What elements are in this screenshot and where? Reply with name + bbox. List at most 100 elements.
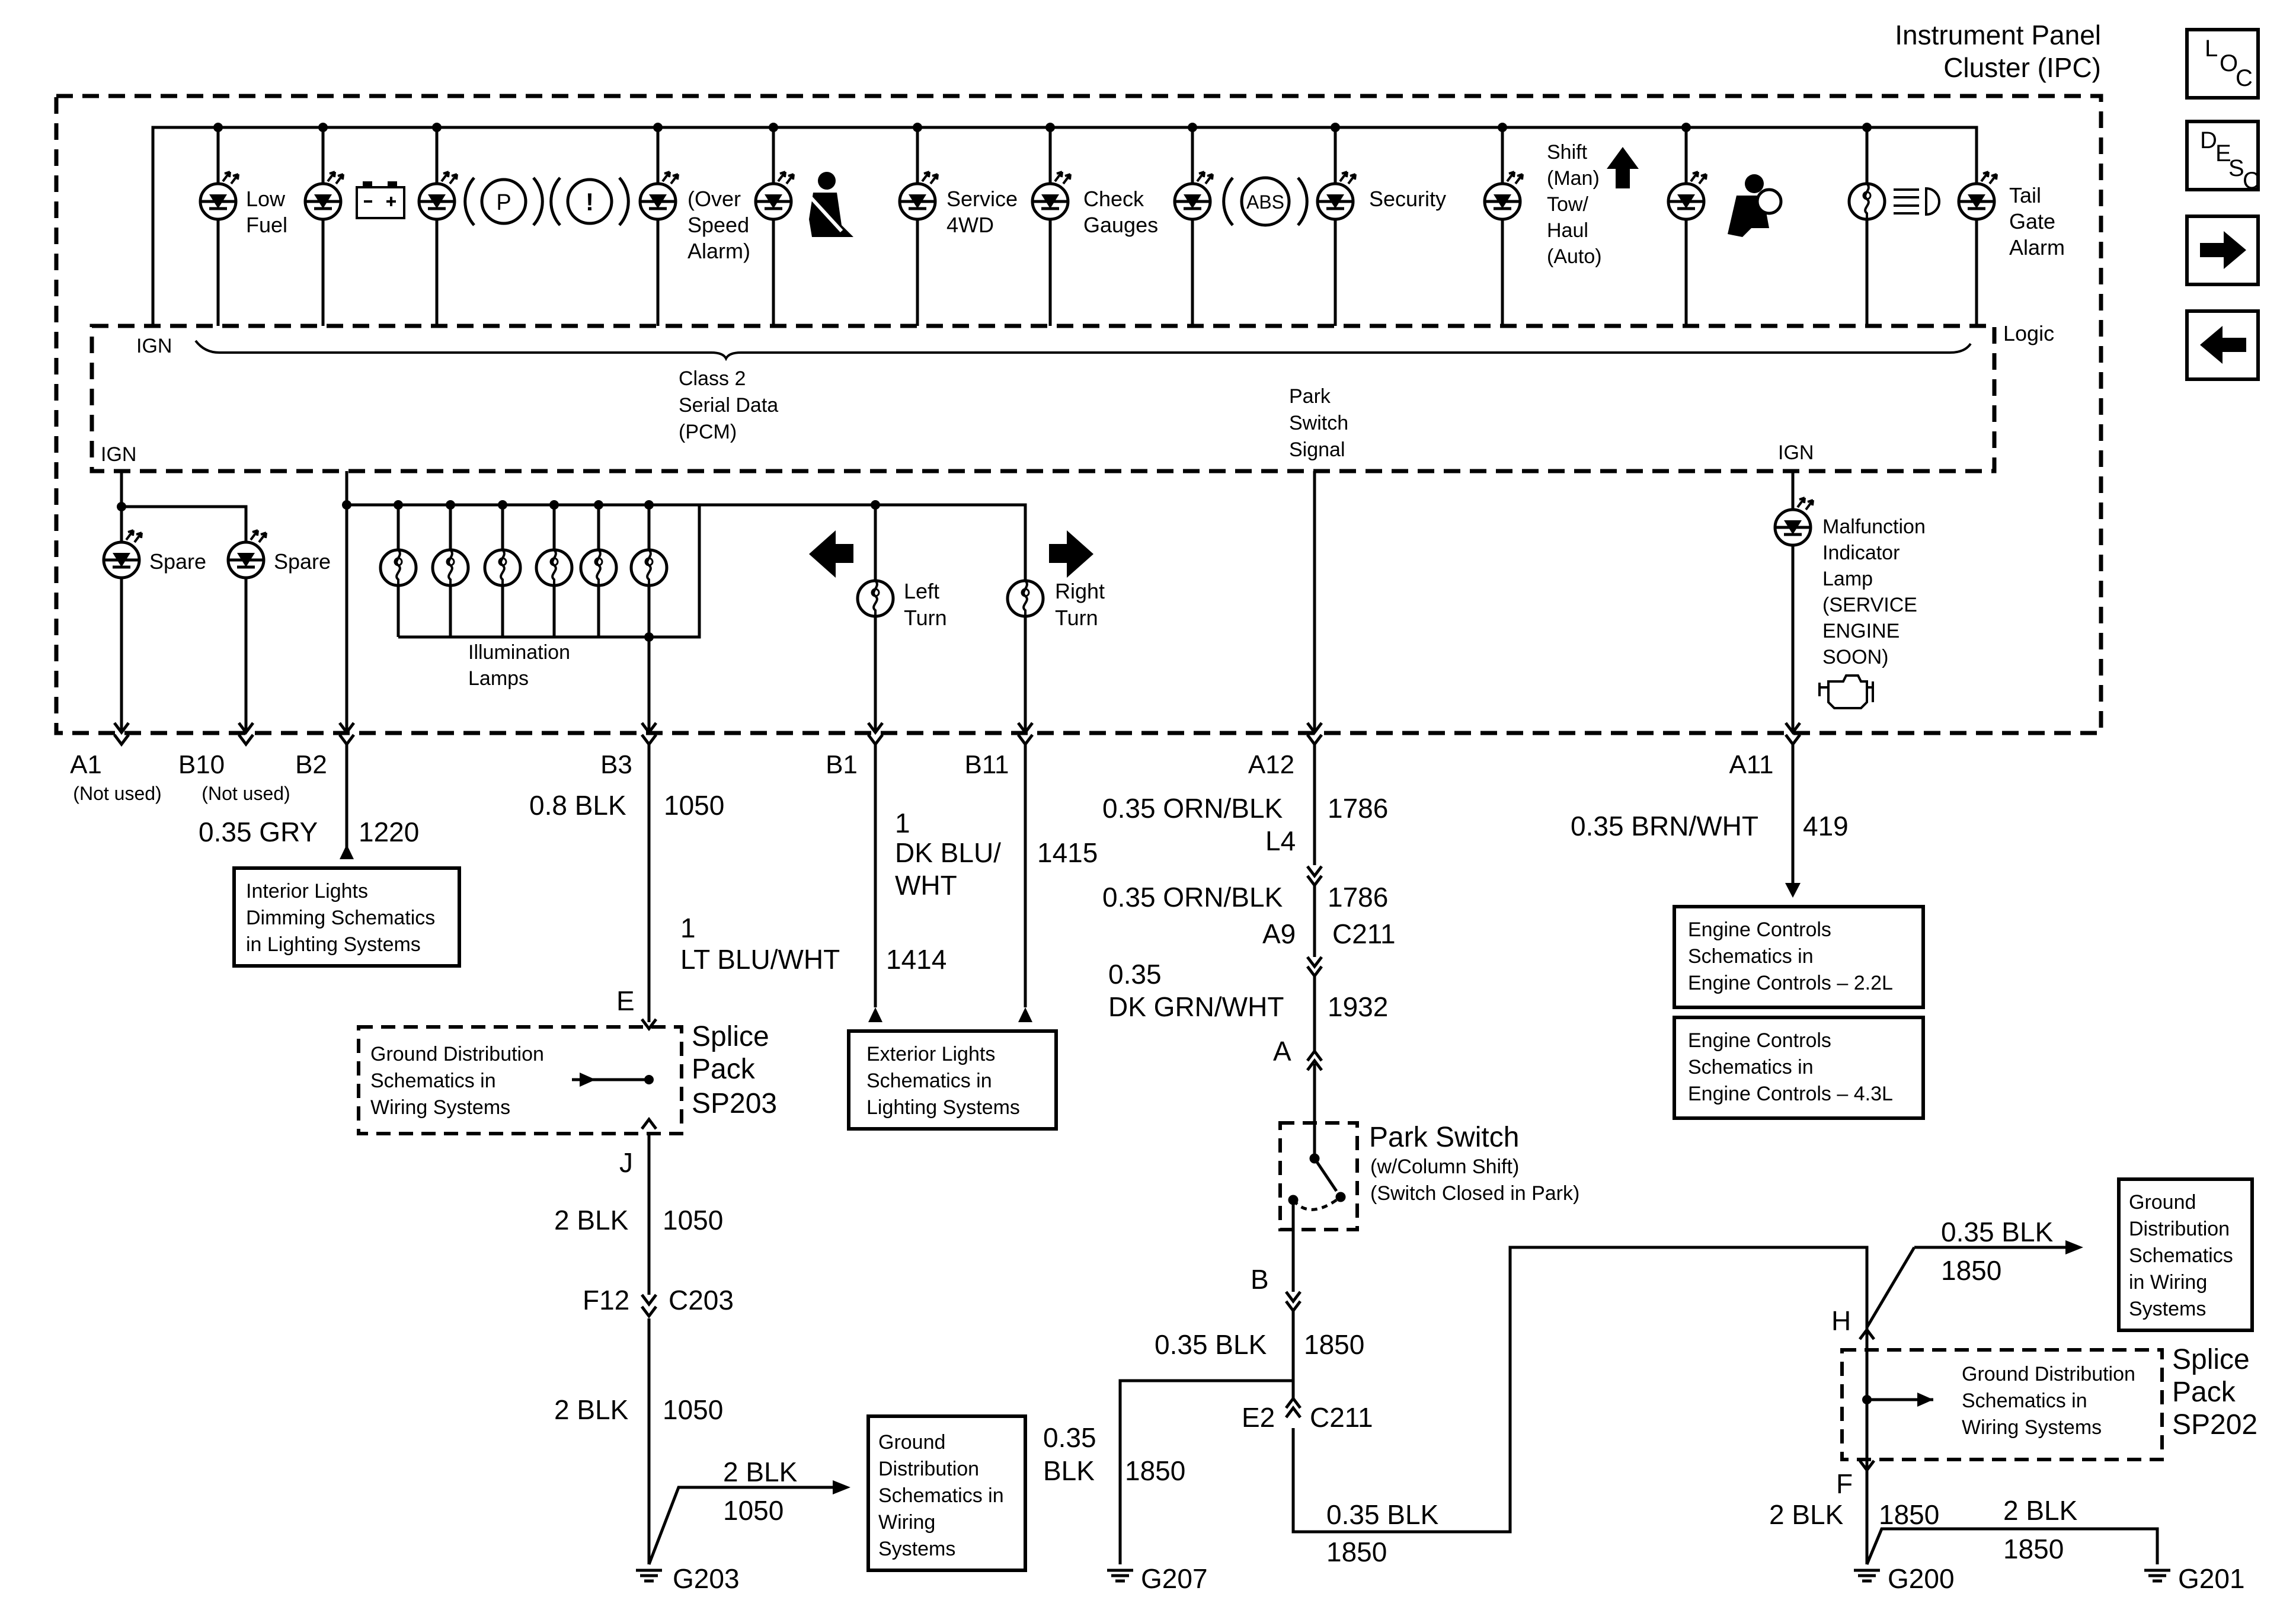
g203-wire: 2 BLK xyxy=(723,1457,798,1487)
spare-label-1: Spare xyxy=(149,549,206,574)
pin-b2: B2 xyxy=(295,750,327,779)
mil-label-3: Lamp xyxy=(1822,568,1873,590)
engine22-ref-1: Engine Controls xyxy=(1688,918,1831,941)
f-circuit: 1850 xyxy=(1879,1499,1939,1530)
class2-brace xyxy=(194,340,1972,361)
lower-ipc-dots xyxy=(117,500,880,642)
mil-label-1: Malfunction xyxy=(1822,516,1926,538)
a9-wire-2: DK GRN/WHT xyxy=(1108,991,1284,1022)
illumination-label-1: Illumination xyxy=(468,641,570,664)
ground-h-ref-1: Ground xyxy=(2129,1191,2196,1214)
previous-page-button[interactable] xyxy=(2185,309,2260,381)
illumination-bulb-3-icon xyxy=(485,550,520,585)
sp203-label-3: SP203 xyxy=(692,1088,777,1119)
h-wire: 0.35 BLK xyxy=(1941,1217,2054,1247)
external-wires xyxy=(345,744,2159,1565)
check-gauges-label-1: Check xyxy=(1083,187,1144,211)
pin-b10-note: (Not used) xyxy=(202,783,290,804)
g203-circuit: 1050 xyxy=(723,1495,784,1526)
arrow-left-icon xyxy=(2200,326,2246,364)
park-switch-note-1: (w/Column Shift) xyxy=(1370,1156,1519,1178)
bottom-circuit: 1850 xyxy=(1326,1537,1387,1567)
interior-ref-3: in Lighting Systems xyxy=(246,933,421,956)
c203-label: C203 xyxy=(669,1285,734,1315)
mil-label-4: (SERVICE xyxy=(1822,594,1917,616)
g203-ref-1: Ground xyxy=(878,1431,945,1454)
low-fuel-label-2: Fuel xyxy=(246,213,287,237)
description-button[interactable]: D E S C xyxy=(2185,120,2260,194)
exterior-lights-ref[interactable]: Exterior Lights Schematics in Lighting S… xyxy=(847,1029,1058,1131)
h-circuit: 1850 xyxy=(1941,1255,2001,1286)
f12-wire: 2 BLK xyxy=(554,1394,629,1425)
engine-icon xyxy=(1818,674,1874,709)
sp203-e: E xyxy=(616,985,635,1016)
g207-label: G207 xyxy=(1141,1563,1208,1594)
ground-h-ref[interactable]: Ground Distribution Schematics in Wiring… xyxy=(2117,1177,2254,1332)
g207-wire-2: BLK xyxy=(1043,1455,1095,1486)
shift-up-arrow-icon xyxy=(1607,147,1639,188)
shift-label-1: Shift xyxy=(1547,141,1588,164)
sp203-ref-3: Wiring Systems xyxy=(370,1096,510,1119)
b1-wire-2: LT BLU/WHT xyxy=(680,944,840,975)
c211-b-label: C211 xyxy=(1310,1402,1373,1433)
sp203-ref-2: Schematics in xyxy=(370,1070,496,1092)
ign-right-label: IGN xyxy=(1778,441,1814,464)
a9-wire-1: 0.35 xyxy=(1108,959,1162,990)
pin-b10: B10 xyxy=(178,750,225,779)
ground-h-ref-4: in Wiring xyxy=(2129,1271,2207,1294)
class2-label-1: Class 2 xyxy=(679,367,746,390)
loc-c: C xyxy=(2236,65,2253,91)
over-speed-label-2: Speed xyxy=(687,213,749,237)
ground-g203-ref[interactable]: Ground Distribution Schematics in Wiring… xyxy=(866,1414,1027,1572)
b2-circuit: 1220 xyxy=(359,817,419,847)
b3-wire: 0.8 BLK xyxy=(529,790,626,821)
location-button[interactable]: L O C xyxy=(2185,28,2260,100)
interior-lights-ref[interactable]: Interior Lights Dimming Schematics in Li… xyxy=(232,866,461,968)
headlamp-bulb-icon xyxy=(1849,184,1885,219)
b1-wire-1: 1 xyxy=(680,913,696,943)
b11-circuit: 1415 xyxy=(1037,837,1098,868)
desc-s: S xyxy=(2228,155,2244,181)
brake-symbol: ! xyxy=(586,188,594,216)
class2-label-3: (PCM) xyxy=(679,421,737,443)
conn-b-label: B xyxy=(1251,1264,1269,1295)
sp202-label-2: Pack xyxy=(2172,1377,2236,1408)
f12-circuit: 1050 xyxy=(663,1394,723,1425)
engine-controls-22-ref[interactable]: Engine Controls Schematics in Engine Con… xyxy=(1673,905,1925,1009)
next-page-button[interactable] xyxy=(2185,215,2260,286)
shift-label-4: Haul xyxy=(1547,219,1588,242)
logic-label: Logic xyxy=(2003,321,2054,345)
sp203-ref-1: Ground Distribution xyxy=(370,1043,544,1065)
over-speed-label-3: Alarm) xyxy=(687,239,750,263)
ground-g207-icon xyxy=(1107,1570,1133,1581)
f12-label: F12 xyxy=(583,1285,629,1315)
illumination-bulb-6-icon xyxy=(631,550,667,585)
a11-circuit: 419 xyxy=(1803,811,1849,841)
ipc-logic-box xyxy=(89,324,1997,473)
a11-wire: 0.35 BRN/WHT xyxy=(1571,811,1758,841)
tail-gate-label-1: Tail xyxy=(2009,183,2041,207)
sp202-box xyxy=(1840,1348,2164,1461)
park-signal-label-1: Park xyxy=(1289,385,1331,408)
mil-label-5: ENGINE xyxy=(1822,620,1900,642)
g203-ref-3: Schematics in xyxy=(878,1484,1004,1507)
park-signal-label-2: Switch xyxy=(1289,412,1348,434)
sp202-f: F xyxy=(1836,1468,1853,1499)
low-fuel-label-1: Low xyxy=(246,187,286,211)
g201-label: G201 xyxy=(2178,1563,2245,1594)
park-switch-title: Park Switch xyxy=(1369,1122,1519,1153)
g203-label: G203 xyxy=(673,1563,740,1594)
shift-label-3: Tow/ xyxy=(1547,193,1588,216)
g201-wire: 2 BLK xyxy=(2003,1495,2078,1526)
park-symbol: P xyxy=(496,190,511,215)
shift-label-2: (Man) xyxy=(1547,167,1600,190)
pin-chevrons xyxy=(113,722,1801,747)
inline-connector-chevrons xyxy=(641,865,1875,1473)
illumination-bulb-4-icon xyxy=(536,550,572,585)
ign-left-label: IGN xyxy=(101,443,136,466)
sp202-label-1: Splice xyxy=(2172,1344,2250,1375)
illumination-bulb-5-icon xyxy=(581,550,616,585)
right-turn-arrow-icon xyxy=(1049,530,1093,578)
engine-controls-43-ref[interactable]: Engine Controls Schematics in Engine Con… xyxy=(1673,1016,1925,1120)
